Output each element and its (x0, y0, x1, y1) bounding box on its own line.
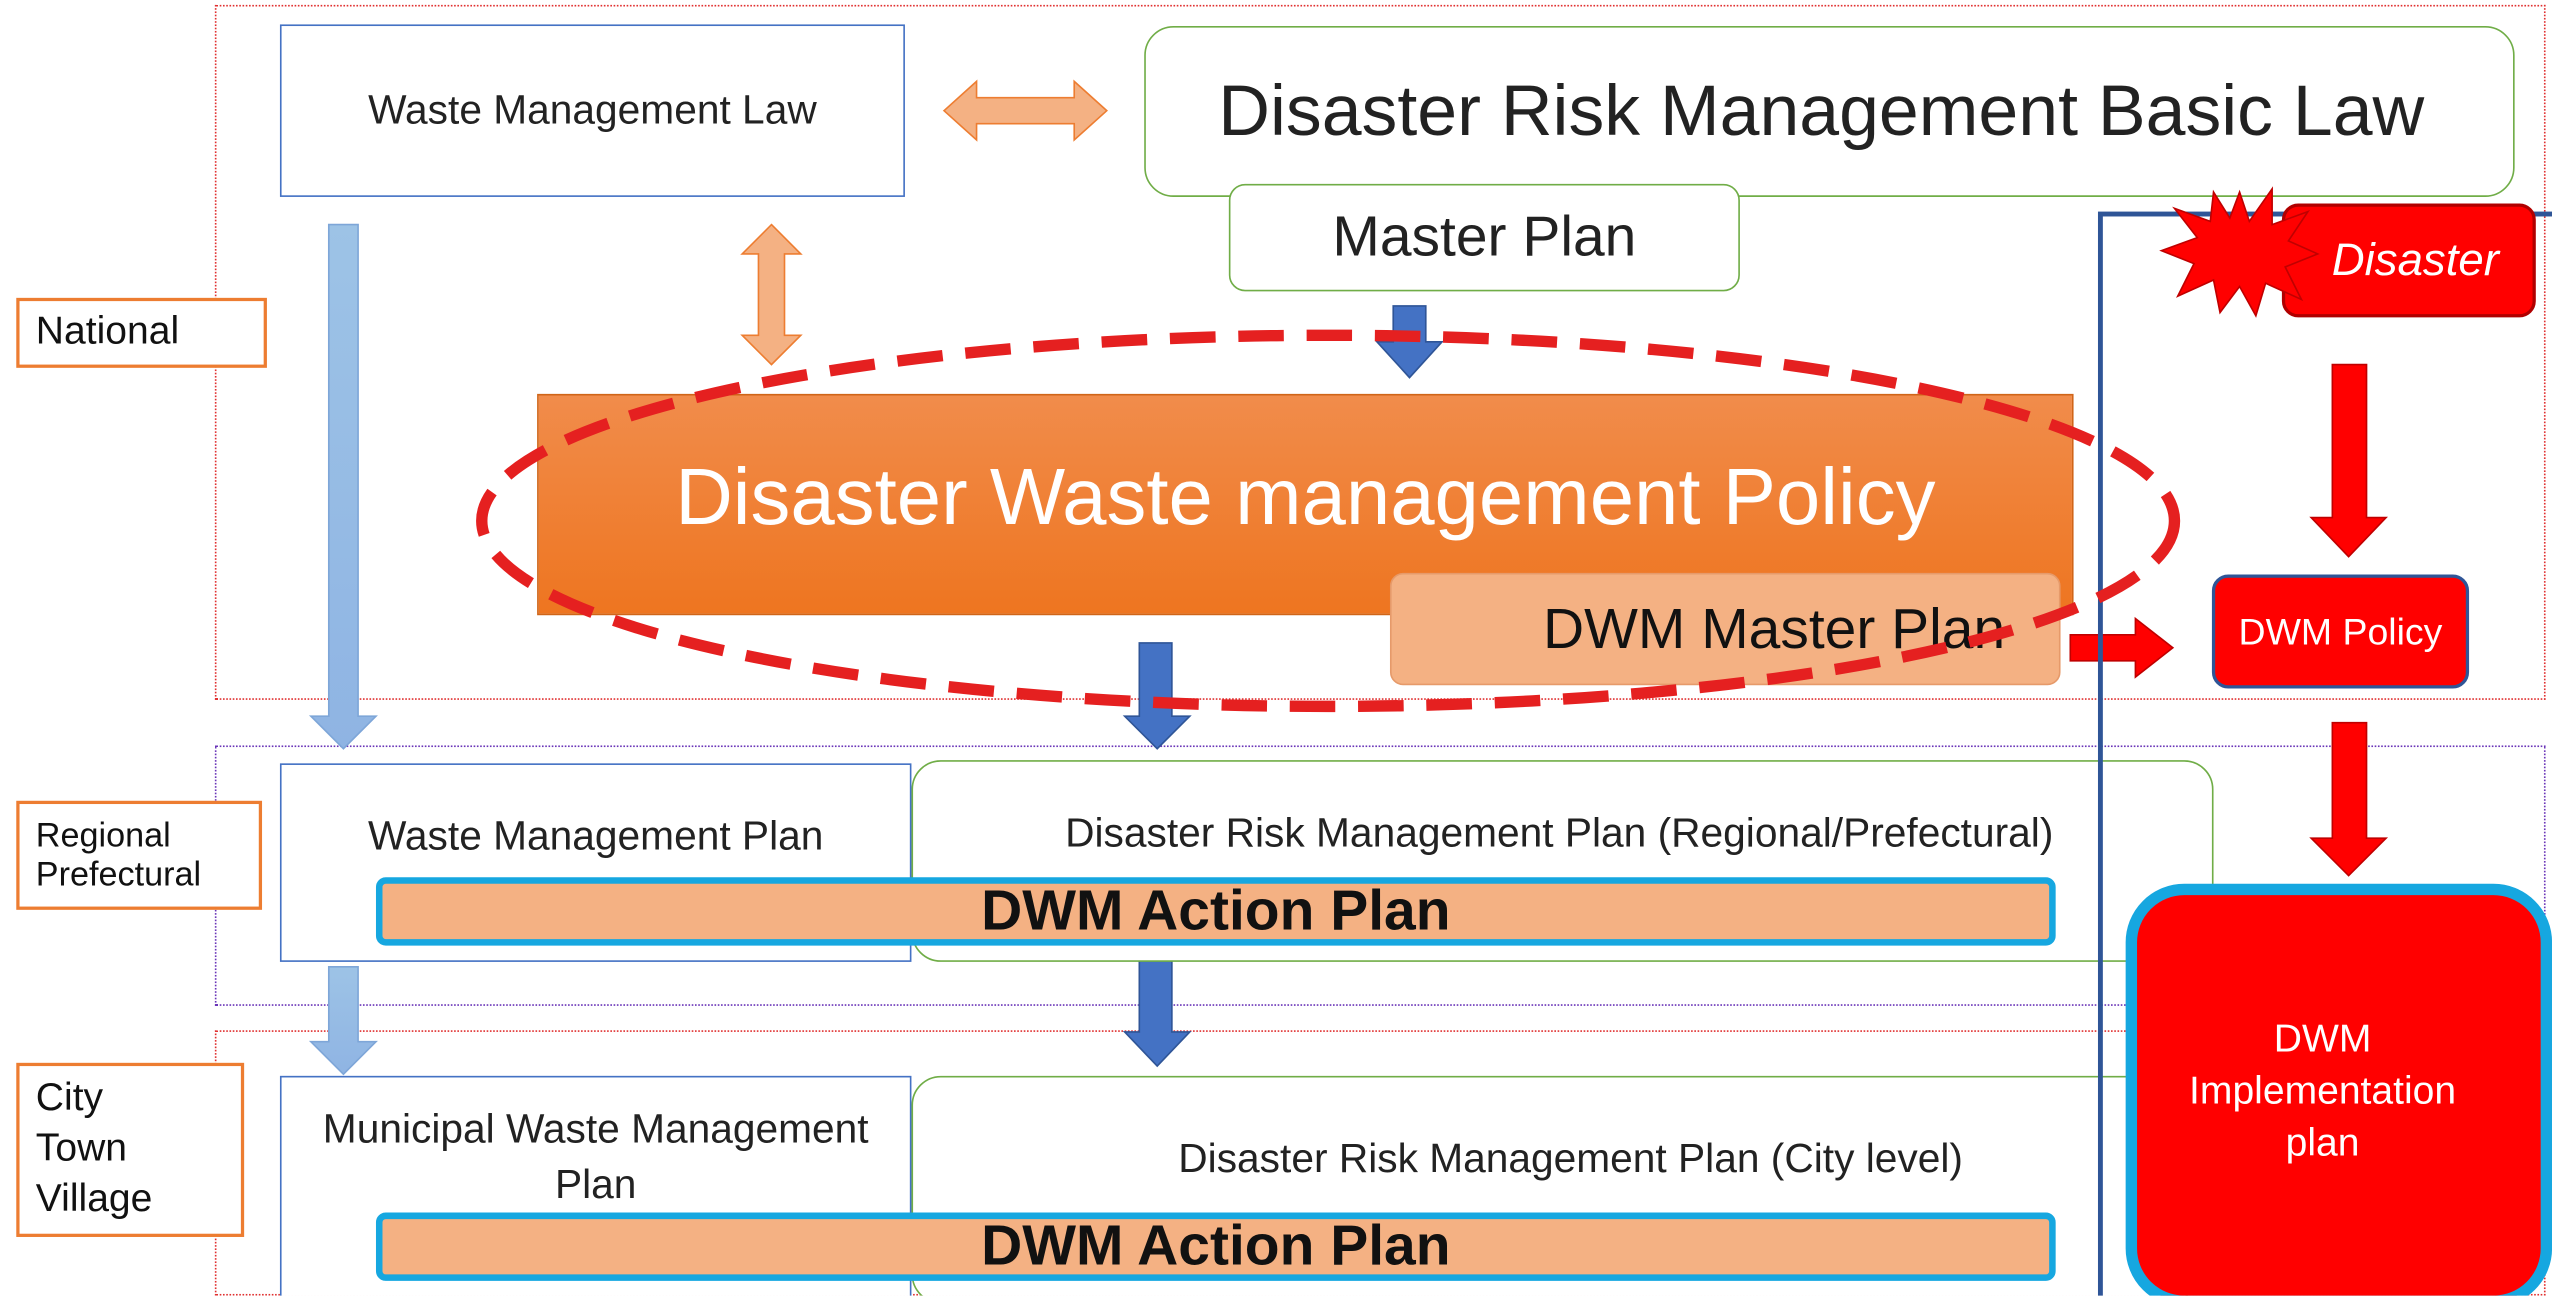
red-arrow-disaster-to-policy (2309, 363, 2388, 558)
national-level-label: National (16, 297, 267, 368)
city-action-plan-bar: DWM Action Plan (375, 1212, 2056, 1281)
municipal-waste-plan-text: Municipal Waste Management Plan (322, 1106, 869, 1208)
salmon-double-arrow-vertical (740, 223, 803, 366)
disaster-box: Disaster (2281, 203, 2536, 318)
dwm-policy-box: DWM Policy (2211, 574, 2470, 689)
red-arrow-master-to-policy (2069, 616, 2175, 679)
waste-management-law-text: Waste Management Law (368, 87, 817, 133)
dwm-policy-text: DWM Policy (2238, 609, 2443, 652)
regional-label-text: Regional Prefectural (35, 817, 202, 893)
city-drm-plan-text: Disaster Risk Management Plan (City leve… (1178, 1136, 1963, 1182)
dwm-implementation-plan-box: DWM Implementation plan (2125, 883, 2552, 1296)
red-arrow-policy-to-implementation (2309, 721, 2389, 877)
regional-waste-plan-text: Waste Management Plan (368, 813, 824, 860)
dwm-policy-banner-text: Disaster Waste management Policy (675, 454, 1936, 542)
regional-action-plan-bar: DWM Action Plan (375, 877, 2056, 946)
national-label-text: National (35, 309, 180, 354)
regional-drm-plan-text: Disaster Risk Management Plan (Regional/… (1065, 810, 2054, 857)
dwm-implementation-plan-text: DWM Implementation plan (2189, 1018, 2457, 1166)
explosion-icon (2159, 186, 2320, 318)
master-plan-box: Master Plan (1228, 183, 1740, 292)
regional-action-plan-text: DWM Action Plan (981, 878, 1451, 943)
regional-level-label: Regional Prefectural (16, 800, 263, 910)
waste-management-law-box: Waste Management Law (279, 24, 905, 197)
dark-blue-arrow-regional (1122, 959, 1192, 1068)
light-blue-arrow-down (308, 223, 378, 750)
light-blue-arrow-down-short (308, 965, 378, 1076)
city-action-plan-text: DWM Action Plan (981, 1214, 1451, 1278)
disaster-text: Disaster (2331, 234, 2499, 285)
drm-basic-law-box: Disaster Risk Management Basic Law (1144, 26, 2515, 197)
salmon-double-arrow-horizontal (942, 79, 1108, 142)
drm-basic-law-text: Disaster Risk Management Basic Law (1218, 70, 2425, 151)
master-plan-text: Master Plan (1332, 205, 1637, 269)
city-label-text: City Town Village (35, 1076, 153, 1221)
dark-blue-arrow-policy (1122, 642, 1192, 750)
city-level-label: City Town Village (16, 1062, 245, 1237)
